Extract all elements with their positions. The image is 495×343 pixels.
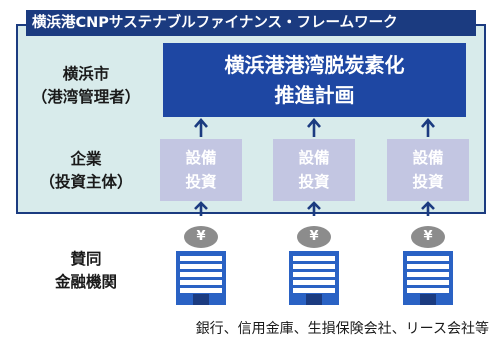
- investment-label-line1: 設備: [298, 149, 330, 167]
- investment-label-line1: 設備: [185, 149, 217, 167]
- up-arrow-icon: [307, 201, 321, 216]
- investment-label-line1: 設備: [412, 149, 444, 167]
- investment-box-3: 設備 投資: [387, 139, 469, 201]
- investment-box-1: 設備 投資: [160, 139, 242, 201]
- yen-coin-icon: ¥: [184, 226, 218, 248]
- investment-label-line2: 投資: [185, 173, 217, 191]
- plan-title-line2: 推進計画: [274, 83, 355, 107]
- investment-label-line2: 投資: [412, 173, 444, 191]
- decarbonization-plan-box: 横浜港港湾脱炭素化 推進計画: [163, 43, 466, 117]
- investment-label-line2: 投資: [298, 173, 330, 191]
- actor-city-label: 横浜市 （港湾管理者）: [22, 63, 150, 109]
- bank-building-icon: [403, 251, 453, 305]
- actor-finance-label: 賛同 金融機関: [22, 248, 150, 294]
- framework-title: 横浜港CNPサステナブルファイナンス・フレームワーク: [26, 10, 476, 36]
- yen-coin-icon: ¥: [411, 226, 445, 248]
- bank-building-icon: [289, 251, 339, 305]
- actor-company-label: 企業 （投資主体）: [22, 148, 150, 194]
- up-arrow-icon: [307, 118, 321, 137]
- plan-title-line1: 横浜港港湾脱炭素化: [224, 53, 405, 77]
- up-arrow-icon: [421, 201, 435, 216]
- actor-finance-line1: 賛同: [70, 250, 102, 268]
- actor-city-name: 横浜市: [62, 65, 110, 83]
- up-arrow-icon: [194, 201, 208, 216]
- bank-building-icon: [176, 251, 226, 305]
- financial-institutions-note: 銀行、信用金庫、生損保険会社、リース会社等: [195, 321, 489, 337]
- actor-company-name: 企業: [70, 150, 102, 168]
- yen-coin-icon: ¥: [297, 226, 331, 248]
- up-arrow-icon: [421, 118, 435, 137]
- actor-city-role: （港湾管理者）: [31, 88, 141, 106]
- investment-box-2: 設備 投資: [273, 139, 355, 201]
- up-arrow-icon: [194, 118, 208, 137]
- actor-finance-line2: 金融機関: [54, 273, 117, 291]
- actor-company-role: （投資主体）: [39, 173, 133, 191]
